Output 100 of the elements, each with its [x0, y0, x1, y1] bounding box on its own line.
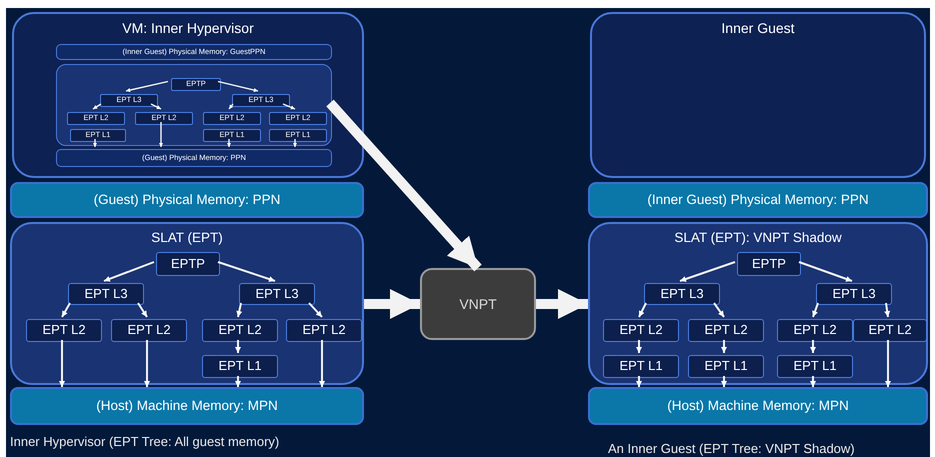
arrow [158, 122, 164, 147]
arrow [812, 302, 819, 318]
box-label: EPT L1 [793, 359, 837, 374]
table-box [67, 112, 125, 125]
arrow [282, 103, 296, 110]
arrow [884, 302, 890, 318]
table-box [203, 112, 261, 125]
table-box [171, 78, 221, 91]
table-box [603, 319, 679, 342]
box-label: EPT L2 [302, 323, 346, 338]
container-panel [590, 12, 926, 178]
box-label: VNPT [459, 296, 497, 312]
box-label: EPTP [752, 256, 786, 272]
box-label: EPT L1 [619, 359, 663, 374]
caption-text: Inner Hypervisor (EPT Tree: All guest memory) [10, 434, 280, 449]
arrow [226, 139, 232, 147]
table-box [202, 355, 278, 378]
box-label: EPT L3 [84, 286, 128, 302]
arrow [721, 376, 727, 387]
box-label: EPT L2 [619, 323, 663, 338]
box-label: EPT L3 [660, 286, 704, 302]
container-panel [588, 222, 928, 385]
arrow [235, 376, 241, 387]
arrow [885, 340, 891, 387]
table-box [737, 252, 801, 276]
arrow [636, 340, 642, 353]
arrow [92, 139, 98, 147]
memory-bar [56, 44, 332, 60]
arrow [228, 104, 234, 110]
table-box [688, 319, 764, 342]
process-box [420, 268, 536, 340]
arrow [59, 340, 65, 387]
arrow [236, 302, 242, 318]
panel-title: VM: Inner Hypervisor [122, 20, 254, 36]
arrow [326, 100, 482, 272]
arrow [364, 289, 420, 319]
box-label: EPT L2 [704, 323, 748, 338]
arrow [721, 340, 727, 353]
table-box [68, 283, 144, 305]
table-box [70, 129, 126, 142]
memory-bar [588, 387, 928, 425]
arrow [218, 80, 258, 92]
box-label: EPT L3 [255, 286, 299, 302]
arrow [636, 376, 642, 387]
table-box [156, 252, 220, 276]
table-box [135, 112, 193, 125]
arrow [126, 80, 168, 92]
caption-text: An Inner Guest (EPT Tree: VNPT Shadow) [608, 441, 855, 456]
box-label: (Host) Machine Memory: MPN [667, 398, 849, 414]
arrow [150, 103, 162, 110]
table-box [777, 355, 853, 378]
panel-title: SLAT (EPT) [151, 230, 223, 246]
table-box [26, 319, 102, 342]
box-label: EPT L1 [704, 359, 748, 374]
panel-title: SLAT (EPT): VNPT Shadow [674, 230, 842, 246]
table-box [202, 319, 278, 342]
arrow [638, 302, 647, 318]
table-box [603, 355, 679, 378]
table-box [239, 283, 315, 305]
table-box [644, 283, 720, 305]
box-label: EPT L2 [868, 323, 912, 338]
arrow [810, 340, 816, 353]
table-box [269, 112, 327, 125]
box-label: EPT L3 [832, 286, 876, 302]
table-box [777, 319, 853, 342]
container-panel [56, 64, 332, 146]
box-label: (Inner Guest) Physical Memory: PPN [647, 192, 869, 208]
arrow [536, 289, 588, 319]
table-box [688, 355, 764, 378]
arrow [235, 340, 241, 353]
arrow [810, 376, 816, 387]
arrow [680, 261, 736, 282]
table-box [232, 94, 290, 107]
box-label: EPT L2 [218, 323, 262, 338]
table-box [203, 129, 261, 142]
arrow [61, 302, 71, 318]
table-box [816, 283, 892, 305]
box-label: EPT L2 [793, 323, 837, 338]
container-panel [12, 12, 364, 178]
memory-bar [10, 387, 364, 425]
arrow [292, 139, 298, 147]
box-label: (Host) Machine Memory: MPN [96, 398, 278, 414]
table-box [269, 129, 327, 142]
box-label: EPTP [171, 256, 205, 272]
table-box [853, 319, 927, 342]
arrow [92, 103, 102, 110]
memory-bar [56, 149, 332, 167]
panel-title: Inner Guest [721, 20, 795, 36]
memory-bar [588, 182, 928, 218]
box-label: (Guest) Physical Memory: PPN [94, 192, 280, 208]
arrow [319, 340, 325, 387]
arrow [218, 261, 276, 282]
arrow [137, 302, 148, 318]
table-box [111, 319, 187, 342]
arrow [308, 302, 323, 318]
container-panel [10, 222, 364, 385]
box-label: EPT L2 [127, 323, 171, 338]
table-box [286, 319, 362, 342]
table-box [100, 94, 158, 107]
box-label: EPT L2 [42, 323, 86, 338]
